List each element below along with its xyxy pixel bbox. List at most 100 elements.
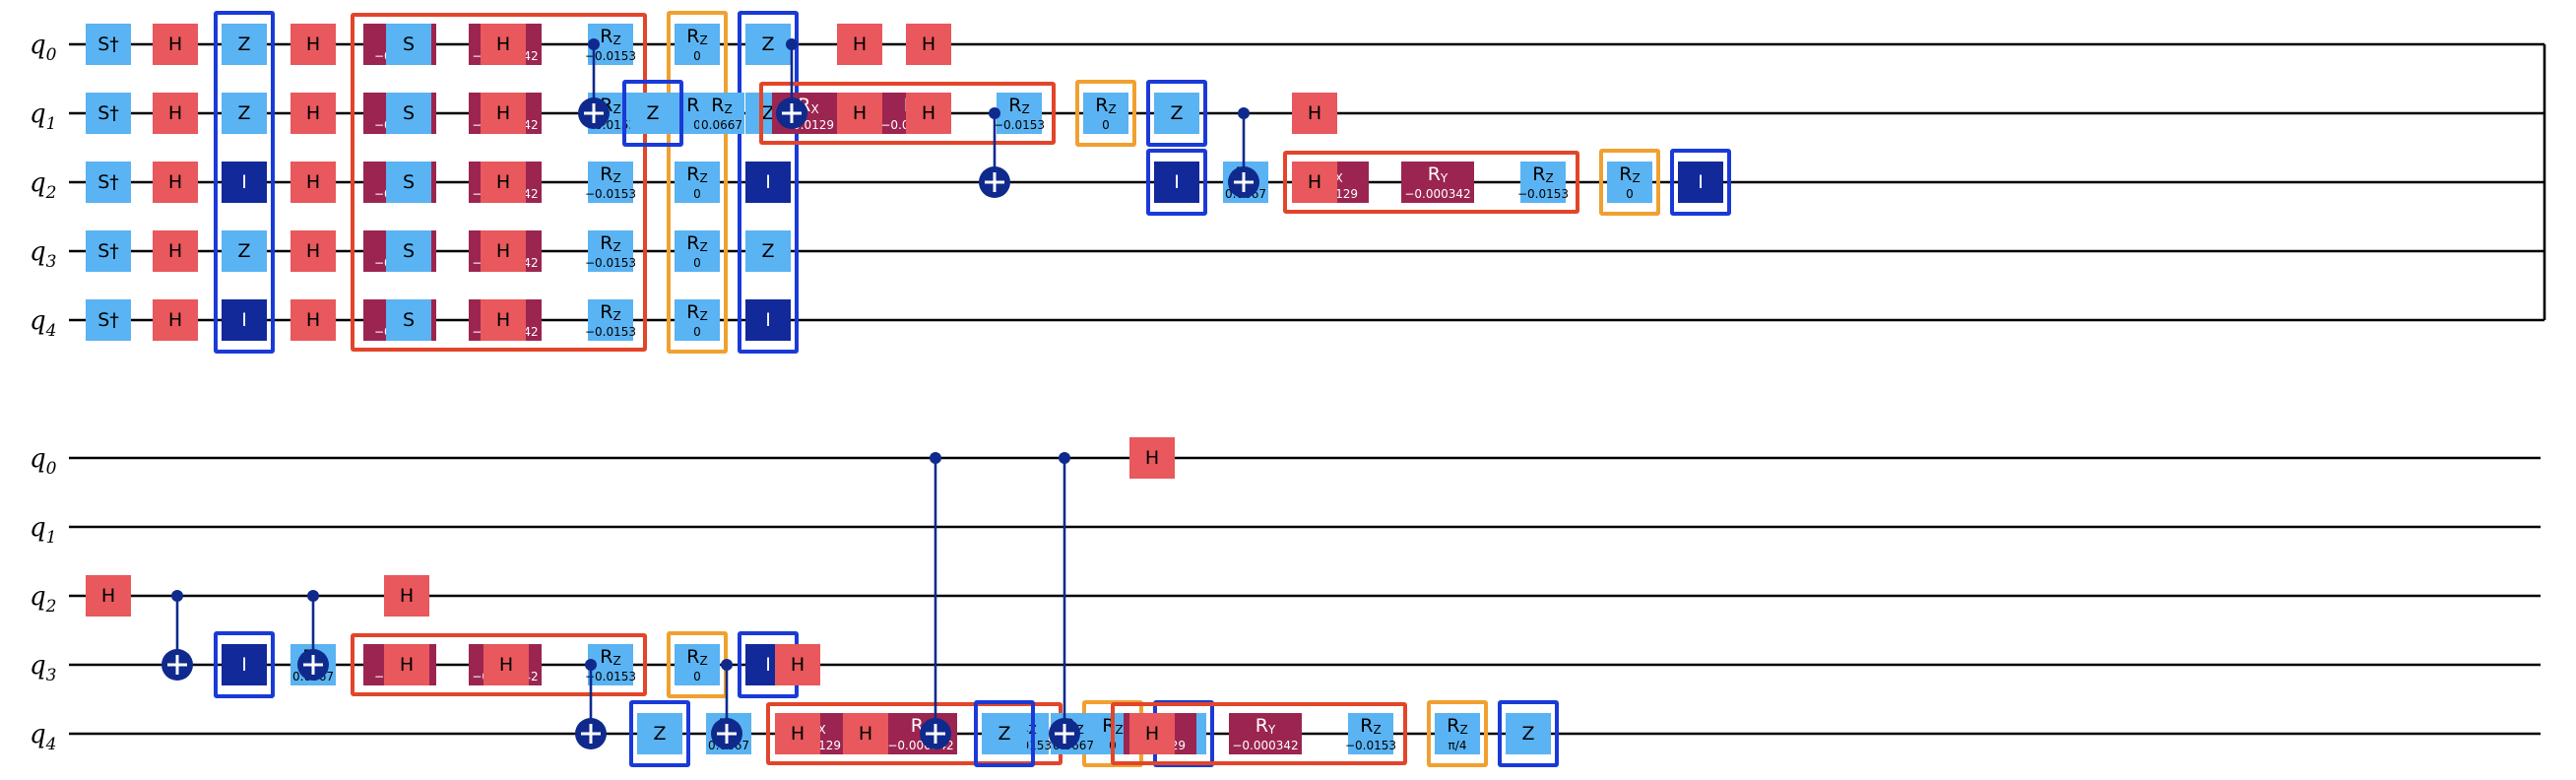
qubit-label: q0	[30, 444, 57, 479]
rz-gate: RZ0	[675, 230, 720, 272]
hadamard-gate: H	[843, 713, 888, 754]
gate-label: S†	[97, 240, 119, 262]
gate-body	[386, 24, 431, 65]
gate-label: S	[403, 309, 415, 331]
gate-body	[1435, 713, 1480, 754]
gate-body	[481, 230, 526, 272]
gate-body	[1520, 162, 1566, 203]
gate-body	[775, 713, 820, 754]
identity-gate: I	[222, 299, 267, 341]
s-dagger-gate: S†	[86, 162, 131, 203]
gate-parameter: −0.0153	[585, 670, 636, 683]
gate-parameter: −0.0153	[585, 325, 636, 339]
s-dagger-gate: S†	[86, 93, 131, 134]
rz-gate: RZ−0.0153	[994, 93, 1045, 134]
s-dagger-gate: S†	[86, 24, 131, 65]
gate-body	[982, 713, 1027, 754]
rz-gate: RZ0	[1607, 162, 1652, 203]
gate-body	[222, 93, 267, 134]
qubit-label: q3	[30, 651, 56, 685]
gate-parameter: 0	[693, 49, 701, 63]
gate-body	[1083, 93, 1128, 134]
gate-body	[86, 93, 131, 134]
gate-label: H	[922, 33, 935, 55]
qubit-label: q3	[30, 237, 56, 272]
gate-label: Z	[761, 240, 774, 262]
cnot-target	[711, 718, 742, 749]
gate-label: H	[922, 102, 935, 124]
s-dagger-gate: S†	[86, 230, 131, 272]
gate-body	[1678, 162, 1723, 203]
gate-label: Z	[237, 240, 250, 262]
gate-label: H	[791, 723, 805, 745]
qubit-label: q2	[30, 168, 56, 203]
qubit-label: q0	[30, 31, 57, 65]
cnot-target	[1049, 718, 1080, 749]
gate-body	[386, 299, 431, 341]
cnot-control-dot	[1238, 107, 1250, 119]
clifford-frame-box	[1498, 700, 1559, 767]
hadamard-gate: H	[290, 230, 336, 272]
gate-parameter: π/4	[1449, 739, 1467, 752]
gate-body	[906, 24, 951, 65]
hadamard-gate: H	[384, 575, 429, 617]
gate-label: Z	[761, 102, 774, 124]
rz-gate: RZ0	[675, 162, 720, 203]
gate-parameter: −0.0153	[585, 256, 636, 270]
gate-body	[290, 24, 336, 65]
cnot-control-dot	[588, 38, 600, 50]
clifford-frame-box	[974, 700, 1035, 767]
gate-label: S†	[97, 309, 119, 331]
gate-label: H	[791, 654, 805, 676]
gate-label: Z	[1521, 723, 1534, 745]
gate-body	[86, 575, 131, 617]
rz-frame-box	[1075, 80, 1136, 147]
rz-gate: RZ−0.0153	[1517, 162, 1569, 203]
gate-body	[675, 230, 720, 272]
hadamard-gate: H	[837, 24, 882, 65]
gate-parameter: 0	[1626, 187, 1634, 201]
gate-body	[290, 93, 336, 134]
gate-parameter: −0.0153	[994, 118, 1045, 132]
cnot-target	[297, 649, 329, 681]
gate-label: H	[859, 723, 872, 745]
gate-body	[481, 93, 526, 134]
gate-body	[1154, 93, 1199, 134]
gate-body	[837, 93, 882, 134]
hadamard-gate: H	[837, 93, 882, 134]
pauli-z-gate: Z	[222, 230, 267, 272]
gate-label: Z	[237, 102, 250, 124]
gate-label: H	[168, 240, 182, 262]
rz-frame-box	[1427, 700, 1488, 767]
gate-label: H	[496, 33, 510, 55]
gate-body	[745, 24, 791, 65]
gate-body	[1348, 713, 1393, 754]
gate-label: S	[403, 102, 415, 124]
gate-body	[86, 299, 131, 341]
rotation-block-box	[1283, 151, 1579, 214]
gate-label: H	[306, 33, 320, 55]
gate-body	[86, 230, 131, 272]
cnot-control-dot	[786, 38, 798, 50]
gate-label: S†	[97, 33, 119, 55]
gate-parameter: 0	[693, 670, 701, 683]
rz-gate: RZ0	[675, 24, 720, 65]
gate-body	[775, 644, 820, 685]
gate-label: S†	[97, 171, 119, 193]
ry-gate: RY−0.000342	[1401, 162, 1474, 203]
pauli-z-gate: Z	[745, 230, 791, 272]
gate-body	[290, 299, 336, 341]
gate-label: Z	[653, 723, 666, 745]
gate-label: H	[1308, 171, 1321, 193]
gate-label: Z	[237, 33, 250, 55]
gate-label: H	[306, 102, 320, 124]
hadamard-gate: H	[906, 93, 951, 134]
cnot-control-dot	[1059, 452, 1070, 464]
rz-gate: RZ−0.0153	[585, 230, 636, 272]
gate-body	[1129, 437, 1175, 479]
hadamard-gate: H	[384, 644, 429, 685]
gate-body	[386, 230, 431, 272]
gate-label: S	[403, 33, 415, 55]
gate-body	[222, 24, 267, 65]
